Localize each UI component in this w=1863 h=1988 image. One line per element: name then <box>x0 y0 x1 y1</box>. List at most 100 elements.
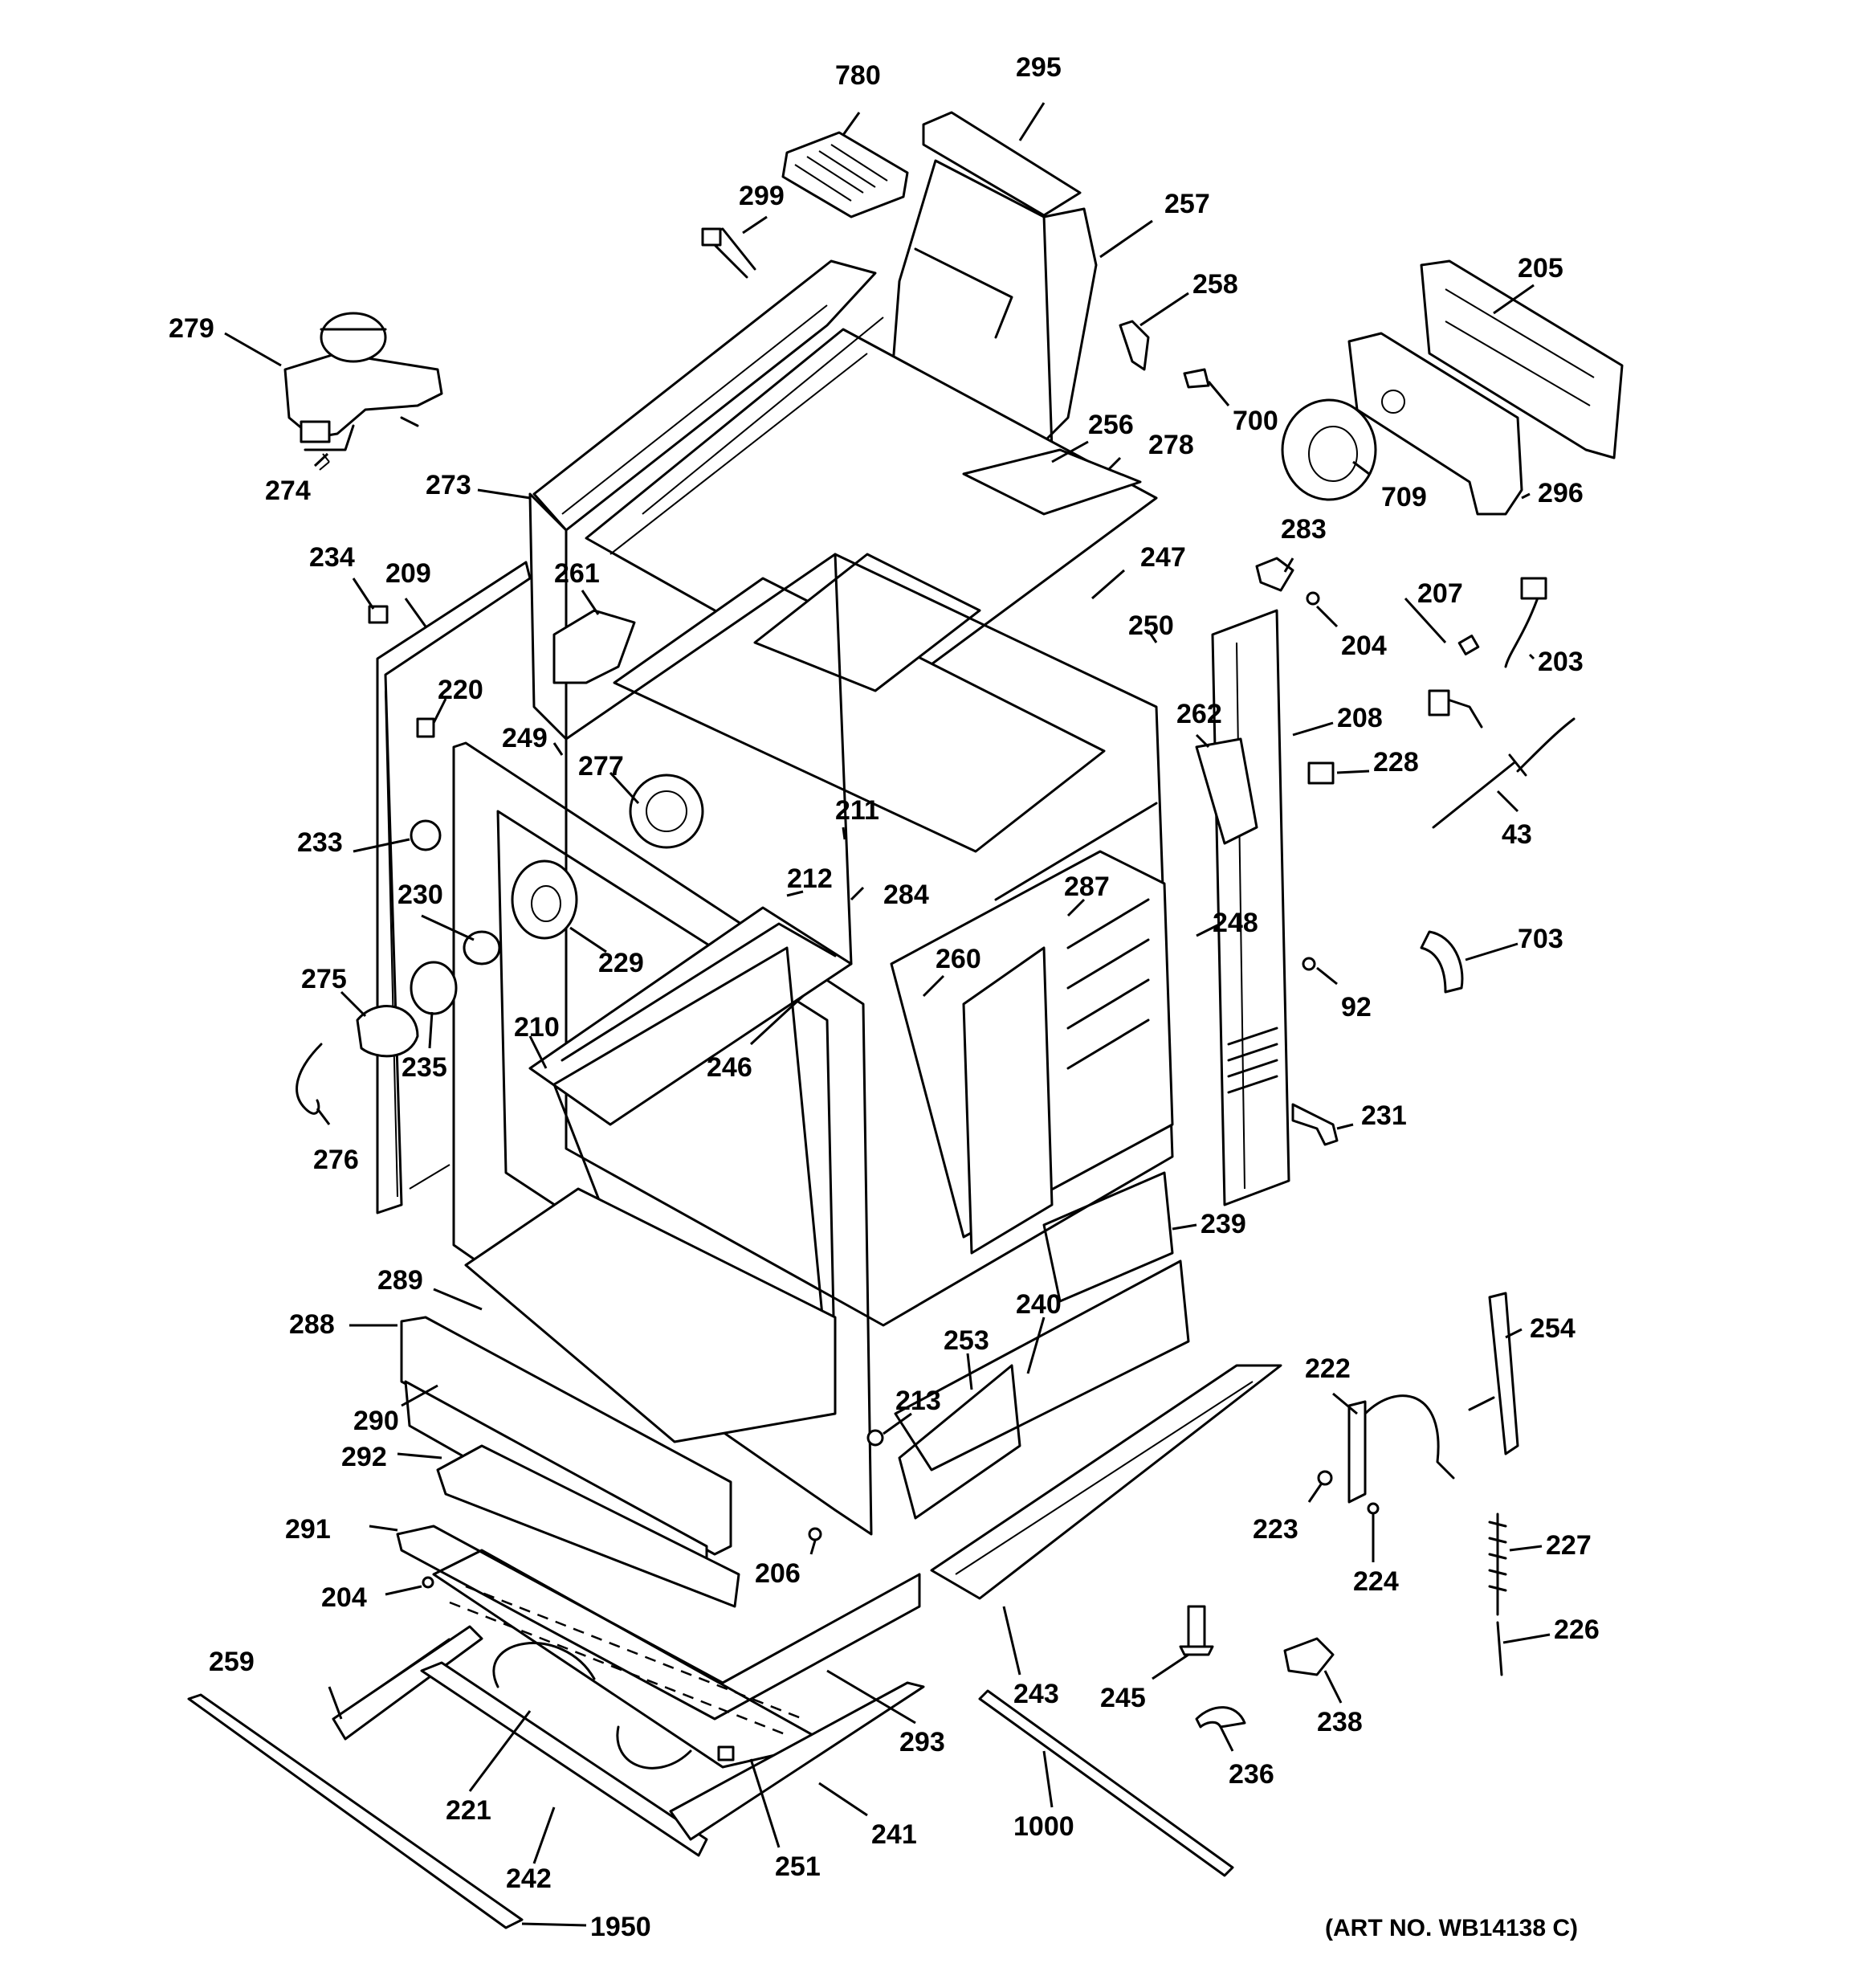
label-241: 241 <box>871 1819 917 1850</box>
label-254: 254 <box>1530 1313 1576 1344</box>
label-230: 230 <box>397 880 443 910</box>
panel-289 <box>464 1187 837 1443</box>
label-246: 246 <box>707 1052 752 1083</box>
screw-206 <box>808 1527 822 1541</box>
wire-276 <box>296 1043 323 1115</box>
panel-241 <box>669 1681 925 1841</box>
fan-housing-709 <box>1281 398 1377 501</box>
hinge-receiver-254 <box>1468 1292 1519 1455</box>
screw-224 <box>1367 1502 1380 1515</box>
label-257: 257 <box>1164 189 1210 219</box>
label-229: 229 <box>598 948 644 978</box>
lens-275 <box>356 1005 419 1058</box>
label-276: 276 <box>313 1145 359 1175</box>
label-295: 295 <box>1016 52 1062 83</box>
label-292: 292 <box>341 1442 387 1472</box>
label-203: 203 <box>1538 647 1584 677</box>
label-228: 228 <box>1373 747 1419 778</box>
label-221: 221 <box>446 1795 491 1826</box>
label-210: 210 <box>514 1012 560 1043</box>
label-251: 251 <box>775 1851 821 1882</box>
part-labels: 780 295 299 257 258 205 279 700 256 278 … <box>169 52 1600 1942</box>
label-231: 231 <box>1361 1100 1407 1131</box>
clip-283 <box>1255 557 1294 592</box>
label-245: 245 <box>1100 1683 1146 1713</box>
label-239: 239 <box>1201 1209 1246 1239</box>
label-283: 283 <box>1281 514 1327 545</box>
screw-223 <box>1317 1470 1333 1486</box>
label-289: 289 <box>377 1265 423 1296</box>
label-284: 284 <box>883 880 929 910</box>
label-43: 43 <box>1502 819 1532 850</box>
strip-1000 <box>978 1689 1234 1877</box>
label-256: 256 <box>1088 410 1134 440</box>
clip-236 <box>1195 1706 1246 1729</box>
bulb-235 <box>410 961 458 1015</box>
label-249: 249 <box>502 723 548 753</box>
label-212: 212 <box>787 863 833 894</box>
label-204b: 204 <box>321 1582 367 1613</box>
part-drawings <box>187 111 1624 1929</box>
trim-288 <box>400 1316 732 1556</box>
label-209: 209 <box>385 558 431 589</box>
panel-253 <box>898 1364 1021 1520</box>
screw-213 <box>866 1429 884 1447</box>
plate-256 <box>962 448 1142 516</box>
label-234: 234 <box>309 542 355 573</box>
label-703: 703 <box>1518 924 1563 954</box>
label-207: 207 <box>1417 578 1463 609</box>
label-709: 709 <box>1381 482 1427 512</box>
label-92: 92 <box>1341 992 1372 1023</box>
clip-234 <box>368 605 389 624</box>
frame-242 <box>420 1661 708 1857</box>
bracket-703 <box>1420 930 1464 994</box>
clip-251 <box>717 1745 735 1761</box>
label-287: 287 <box>1064 872 1110 902</box>
panel-292 <box>436 1444 740 1608</box>
label-290: 290 <box>353 1406 399 1436</box>
label-222: 222 <box>1305 1353 1351 1384</box>
label-700: 700 <box>1233 406 1278 436</box>
bracket-258 <box>1119 320 1150 371</box>
screw-204b <box>422 1576 434 1589</box>
label-278: 278 <box>1148 430 1194 460</box>
flange-229 <box>511 859 578 940</box>
label-288: 288 <box>289 1309 335 1340</box>
lamp-holder-233 <box>410 819 442 851</box>
bracket-231 <box>1291 1103 1339 1146</box>
bracket-238 <box>1283 1637 1335 1676</box>
clip-299 <box>701 227 756 279</box>
valve-bracket-279 <box>283 312 443 471</box>
label-293: 293 <box>899 1727 945 1757</box>
clip-228 <box>1307 761 1335 785</box>
port-277 <box>629 774 704 849</box>
power-cord-203 <box>1428 577 1547 729</box>
label-206: 206 <box>755 1558 801 1589</box>
label-236: 236 <box>1229 1759 1274 1790</box>
side-panel-209 <box>376 561 532 1214</box>
label-291: 291 <box>285 1514 331 1545</box>
label-277: 277 <box>578 751 624 782</box>
label-243: 243 <box>1013 1679 1059 1709</box>
label-1000: 1000 <box>1013 1811 1074 1842</box>
spring-227 <box>1488 1512 1507 1616</box>
panel-291 <box>396 1525 921 1721</box>
vent-grille-780 <box>781 131 909 218</box>
panel-239 <box>1042 1171 1174 1303</box>
insulation-262 <box>1195 737 1258 845</box>
label-240: 240 <box>1016 1289 1062 1320</box>
label-226: 226 <box>1554 1614 1600 1645</box>
label-227: 227 <box>1546 1530 1592 1561</box>
label-224: 224 <box>1353 1566 1399 1597</box>
label-223: 223 <box>1253 1514 1298 1545</box>
label-220: 220 <box>438 675 483 705</box>
clip-700 <box>1183 368 1210 389</box>
label-261: 261 <box>554 558 600 589</box>
label-248: 248 <box>1213 908 1258 938</box>
label-262: 262 <box>1176 699 1222 729</box>
label-274: 274 <box>265 476 311 506</box>
label-211: 211 <box>835 795 879 826</box>
label-238: 238 <box>1317 1707 1363 1737</box>
screw-92 <box>1302 957 1316 971</box>
